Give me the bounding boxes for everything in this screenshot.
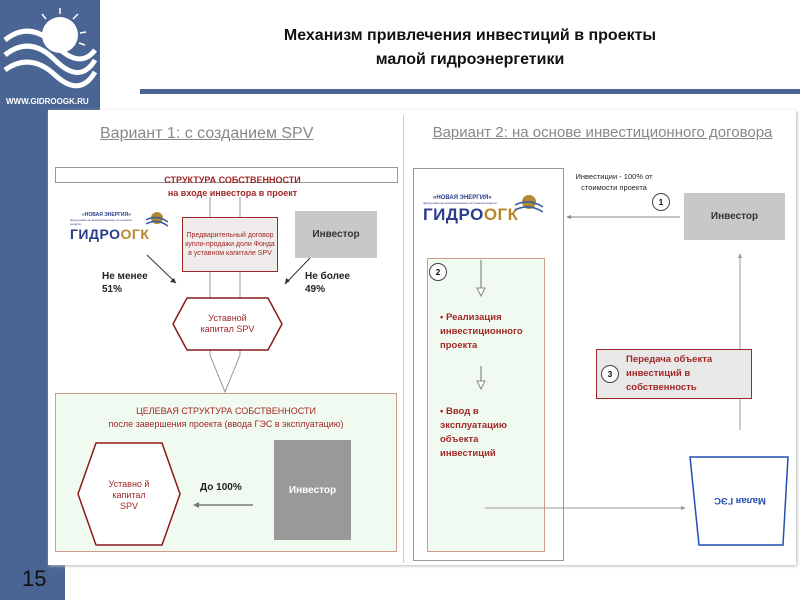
title-line-2: малой гидроэнергетики — [375, 51, 565, 68]
target-investor-box: Инвестор — [274, 440, 351, 540]
title-rule — [140, 89, 800, 94]
logo-tagline: «НОВАЯ ЭНЕРГИЯ» — [433, 195, 492, 201]
structure-outline — [55, 167, 398, 183]
target-spv-hexagon — [77, 442, 181, 546]
target-structure-heading: ЦЕЛЕВАЯ СТРУКТУРА СОБСТВЕННОСТИ после за… — [55, 405, 397, 431]
gidroogk-logo: «НОВАЯ ЭНЕРГИЯ» фонд развития возобновля… — [70, 212, 170, 242]
variant1-heading: Вариант 1: с созданием SPV — [100, 125, 314, 142]
share-max: Не более 49% — [305, 271, 350, 295]
process-box — [427, 258, 545, 552]
investor-label: Инвестор — [312, 229, 360, 240]
logo-name-b: ОГК — [120, 226, 150, 242]
page-number-block — [0, 565, 65, 600]
logo-sub: фонд развития возобновляемых источников … — [423, 201, 497, 205]
step-2-badge: 2 — [429, 263, 447, 281]
step-3-badge: 3 — [601, 365, 619, 383]
ges-trapezoid — [689, 456, 789, 546]
structure-heading: СТРУКТУРА СОБСТВЕННОСТИ на входе инвесто… — [130, 174, 335, 200]
bullet1-text: Реализация инвестиционного проекта — [440, 312, 523, 351]
logo-block: WWW.GIDROOGK.RU — [0, 0, 100, 110]
target-subtitle: после завершения проекта (ввода ГЭС в эк… — [108, 419, 344, 429]
small-hpp-label: Малая ГЭС — [710, 480, 770, 520]
share-min: Не менее 51% — [102, 271, 148, 295]
structure-title: СТРУКТУРА СОБСТВЕННОСТИ — [164, 175, 301, 185]
spv-capital: Уставной капитал SPV — [195, 302, 260, 346]
bullet2-text: Ввод в эксплуатацию объекта инвестиций — [440, 406, 507, 459]
transfer-box — [596, 349, 752, 399]
fund-outer-box — [413, 168, 564, 561]
variant2-heading: Вариант 2: на основе инвестиционного дог… — [432, 124, 773, 141]
page-number: 15 — [22, 566, 47, 591]
step-1-badge: 1 — [652, 193, 670, 211]
investor-box-v1: Инвестор — [295, 211, 377, 258]
up-to-label: До 100% — [200, 482, 242, 493]
target-spv-label: Уставно й капитал SPV — [108, 478, 150, 511]
investor-box-v2: Инвестор — [684, 193, 785, 240]
site-url[interactable]: WWW.GIDROOGK.RU — [6, 97, 89, 106]
spv-hexagon — [172, 297, 283, 351]
investment-note: Инвестиции - 100% от стоимости проекта — [575, 172, 653, 192]
gidroogk-logo-v2: «НОВАЯ ЭНЕРГИЯ» фонд развития возобновля… — [423, 195, 545, 225]
ges-label: Малая ГЭС — [714, 495, 766, 506]
sun-icon — [146, 212, 168, 227]
sun-icon — [515, 195, 543, 213]
logo-tagline: «НОВАЯ ЭНЕРГИЯ» — [82, 212, 131, 218]
logo-name-a: ГИДРО — [70, 226, 121, 242]
logo-name-a: ГИДРО — [423, 205, 484, 224]
sun-wave-logo-icon — [3, 8, 98, 89]
spv-capital-label: Уставной капитал SPV — [200, 313, 255, 334]
bullet-implementation: • Реализация инвестиционного проекта — [440, 312, 523, 351]
transfer-text: Передача объекта инвестиций в собственно… — [626, 354, 713, 393]
preliminary-contract-box: Предварительный договор купли-продажи до… — [182, 217, 278, 272]
logo-name-b: ОГК — [483, 205, 519, 224]
target-investor-label: Инвестор — [288, 484, 337, 496]
title-line-1: Механизм привлечения инвестиций в проект… — [283, 27, 657, 44]
structure-subtitle: на входе инвестора в проект — [167, 188, 298, 198]
page-title: Механизм привлечения инвестиций в проект… — [200, 24, 740, 72]
target-spv-capital: Уставно й капитал SPV — [105, 470, 153, 520]
investor-label: Инвестор — [710, 211, 759, 222]
preliminary-contract-text: Предварительный договор купли-продажи до… — [185, 232, 275, 257]
bullet-commissioning: • Ввод в эксплуатацию объекта инвестиций — [440, 406, 507, 459]
variant-divider — [403, 115, 404, 563]
target-title: ЦЕЛЕВАЯ СТРУКТУРА СОБСТВЕННОСТИ — [136, 406, 316, 416]
logo-sub: фонд развития возобновляемых источников … — [70, 218, 132, 226]
